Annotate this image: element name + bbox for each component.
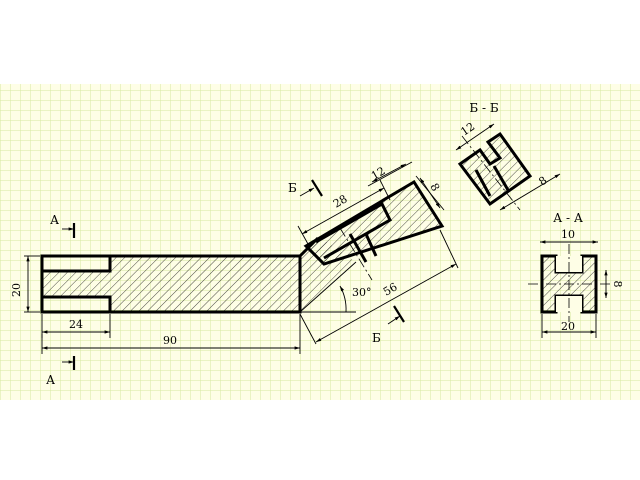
upper-slot: [42, 256, 112, 273]
dimension-length-24: 24: [41, 314, 111, 338]
inclined-slot-inner: [348, 233, 378, 263]
section-b-bottom-label: Б: [372, 331, 381, 345]
aa-dim-8-label: 8: [611, 281, 624, 288]
main-part-hatched-body: [110, 256, 300, 312]
main-part-middle-web: [42, 271, 110, 297]
dimension-length-90: 90: [41, 314, 301, 354]
section-a-top-label: А: [50, 213, 59, 227]
aa-dim-20: 20: [541, 314, 597, 338]
dimension-length-12: 12: [367, 161, 413, 187]
dimension-angle-30: 30°: [300, 285, 372, 313]
aa-dim-10: 10: [540, 228, 598, 244]
dim-90-label: 90: [163, 334, 177, 347]
dimension-length-56: 56: [299, 229, 459, 345]
aa-dim-10-label: 10: [561, 228, 575, 241]
aa-dim-8: 8: [604, 270, 624, 298]
dimension-length-28: 28: [297, 179, 391, 245]
dimension-height-20: 20: [10, 255, 40, 313]
section-bb-view: Б - Б 12 8: [455, 101, 561, 211]
dim-30-label: 30°: [352, 286, 372, 299]
section-aa-view: А - А 10 8 20: [528, 211, 624, 338]
dim-24-label: 24: [69, 318, 83, 331]
dim-28-label: 28: [331, 192, 350, 210]
section-a-cut-marks: А А: [46, 213, 76, 387]
section-b-top-label: Б: [288, 181, 297, 195]
section-a-bottom-label: А: [46, 373, 55, 387]
dim-12-label: 12: [369, 164, 388, 182]
dim-56-label: 56: [381, 280, 400, 298]
bb-dim-12: 12: [455, 120, 495, 151]
aa-dim-20-label: 20: [561, 320, 575, 333]
lower-slot: [42, 295, 112, 312]
section-bb-title: Б - Б: [469, 101, 499, 115]
dim-20-label: 20: [10, 283, 23, 297]
bb-dim-12-label: 12: [458, 120, 477, 139]
section-aa-title: А - А: [553, 211, 583, 225]
